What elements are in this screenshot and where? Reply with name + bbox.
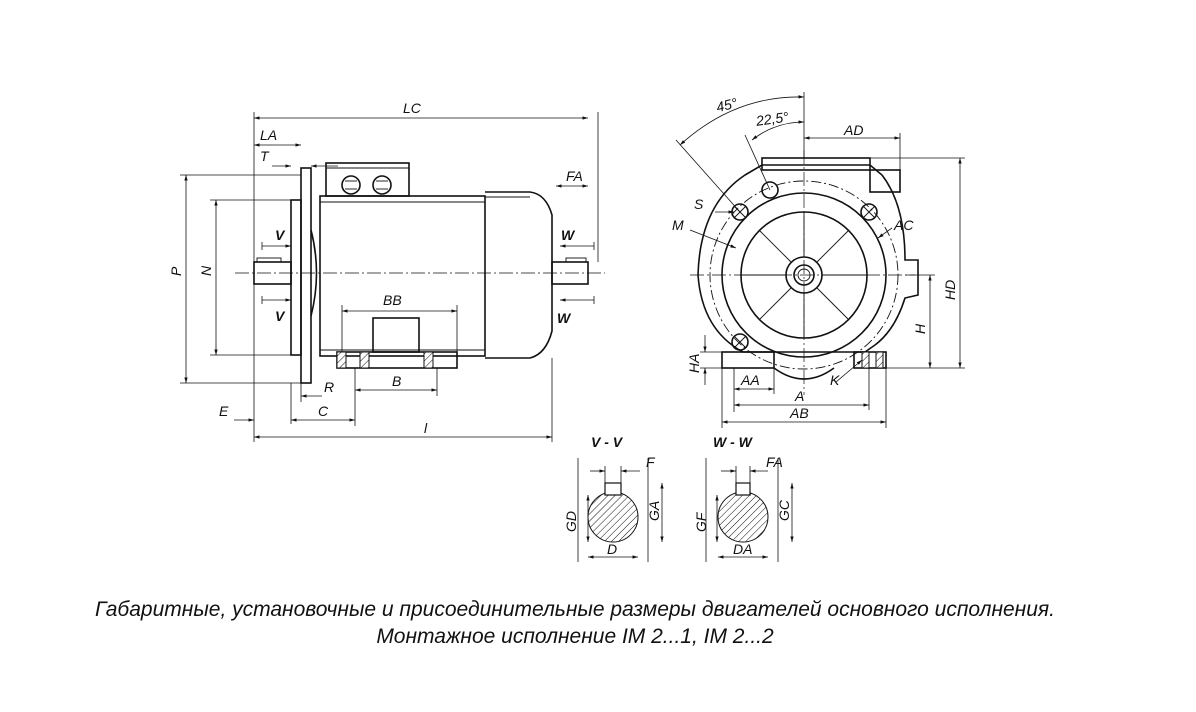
label-HD: HD [942,280,958,300]
housing-ring-outer [721,192,887,358]
label-AC: AC [893,217,914,233]
cable-gland-2 [372,175,392,195]
terminal-box-side [869,169,901,193]
section-w-w-shaft [717,491,769,543]
shaft-key [256,257,282,263]
section-v-v-title: V - V [591,434,624,450]
bolt-circle [709,180,899,370]
label-DA: DA [733,541,752,557]
label-P: P [168,266,184,276]
stator-housing [319,195,486,357]
cooling-ribs [741,212,867,338]
label-GA: GA [646,501,662,521]
label-BB: BB [383,292,402,308]
label-T: T [260,148,270,164]
label-E: E [219,403,229,419]
fan-cover [485,191,553,359]
label-C: C [318,403,329,419]
flange-outline-front [697,164,919,353]
foot-left-front [721,351,775,369]
section-v-v-shaft [587,491,639,543]
label-GF: GF [693,511,709,532]
foot-right-front [853,351,887,369]
mounting-foot [336,351,458,369]
label-K: K [830,372,840,388]
section-v-v: V - V F GD GA D [563,434,664,562]
label-AA: AA [740,372,760,388]
label-V-bottom: V [275,308,286,324]
label-W-top: W [561,227,576,243]
label-45deg: 45° [714,94,739,115]
label-AB: AB [789,405,809,421]
label-FA-section: FA [766,454,783,470]
flange-spigot [310,229,318,317]
section-w-w: W - W FA GF GC DA [693,434,794,562]
bolt-holes [731,181,878,351]
terminal-box [325,162,410,197]
label-FA: FA [566,168,583,184]
label-R: R [324,379,334,395]
label-A: A [794,388,804,404]
label-D: D [607,541,617,557]
section-w-w-title: W - W [713,434,754,450]
caption-line-2: Монтажное исполнение IM 2...1, IM 2...2 [376,625,774,648]
label-V-top: V [275,227,286,243]
label-F: F [646,454,656,470]
label-B: B [392,373,401,389]
label-LC: LC [403,100,422,116]
caption-line-1: Габаритные, установочные и присоединител… [95,598,1055,621]
terminal-box-front [761,157,871,171]
label-GD: GD [563,511,579,532]
flange [290,199,302,356]
label-HA: HA [686,354,702,373]
label-W-bottom: W [557,310,572,326]
hub-inner [793,264,815,286]
cable-gland-1 [341,175,361,195]
label-AD: AD [843,122,863,138]
label-H: H [912,323,928,334]
label-22-5deg: 22,5° [754,108,790,129]
flange-disc [300,167,312,384]
label-M: M [672,217,684,233]
label-N: N [198,265,214,276]
label-GC: GC [776,499,792,521]
label-l: l [424,420,428,436]
side-view: LC LA T FA P N V V W W BB R B C E l [168,100,605,442]
figure-caption: Габаритные, установочные и присоединител… [0,596,1150,650]
label-S: S [694,196,704,212]
foot-boss [372,317,420,353]
front-view: 45° 22,5° AD S M AC HD H HA AA K A AB [672,92,965,428]
shaft-rear-key [565,257,587,263]
label-LA: LA [260,127,277,143]
